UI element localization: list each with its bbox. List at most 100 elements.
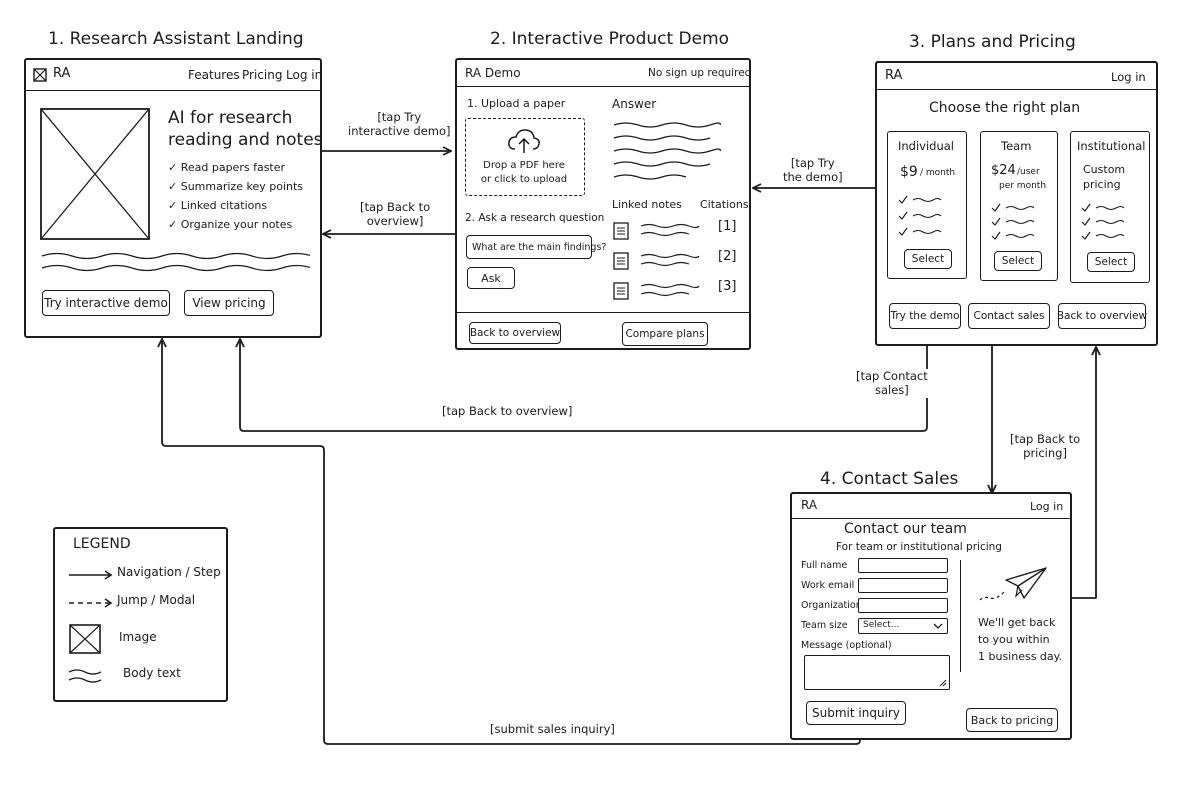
- demo-screen-title: 2. Interactive Product Demo: [490, 29, 730, 49]
- no-signup-note: No sign up required: [648, 67, 752, 79]
- hero-headline-line-1: AI for research: [168, 108, 293, 128]
- back-to-pricing-button[interactable]: Back to pricing: [966, 708, 1058, 732]
- contact-header-divider: [792, 518, 1070, 519]
- note-icon: [613, 282, 629, 300]
- view-pricing-button[interactable]: View pricing: [184, 290, 274, 316]
- plan-card-institutional: Institutional Custom pricing Select: [1070, 131, 1150, 283]
- back-to-overview-button[interactable]: Back to overview: [1057, 303, 1147, 329]
- feature-item: ✓ Linked citations: [168, 199, 268, 212]
- landing-screen: RA Features Pricing Log in AI for resear…: [24, 58, 323, 338]
- plan-price: $9: [900, 164, 918, 180]
- check-icon: ✓: [168, 180, 181, 193]
- answer-text-placeholder: [613, 122, 721, 180]
- plan-name: Team: [1001, 139, 1032, 153]
- question-step-label: 2. Ask a research question: [465, 212, 605, 224]
- nav-pricing-link[interactable]: Pricing: [242, 68, 283, 82]
- citation-ref[interactable]: [3]: [718, 279, 737, 294]
- select-institutional-plan-button[interactable]: Select: [1087, 252, 1135, 272]
- check-icon: ✓: [168, 218, 181, 231]
- plan-name: Individual: [898, 139, 955, 153]
- plan-card-individual: Individual $9 / month Select: [887, 131, 967, 279]
- contact-screen-title: 4. Contact Sales: [820, 469, 959, 489]
- legend-title: LEGEND: [73, 536, 131, 552]
- try-interactive-demo-button[interactable]: Try interactive demo: [42, 290, 170, 316]
- linked-note-row[interactable]: [613, 282, 629, 304]
- select-individual-plan-button[interactable]: Select: [904, 249, 952, 269]
- research-question-input[interactable]: What are the main findings?: [466, 235, 606, 259]
- plan-price-period: per month: [999, 181, 1047, 191]
- message-label: Message (optional): [801, 640, 892, 651]
- legend-box: LEGEND Navigation / Step Jump / Modal Im…: [53, 527, 228, 702]
- team-size-select[interactable]: Select...: [858, 618, 948, 634]
- nav-login-link[interactable]: Log in: [286, 68, 323, 82]
- plan-price-unit: pricing: [1083, 178, 1121, 191]
- demo-header-divider: [457, 86, 749, 87]
- dropzone-text-line-1: Drop a PDF here: [483, 160, 565, 171]
- body-text-placeholder: [41, 252, 310, 272]
- compare-plans-button[interactable]: Compare plans: [622, 322, 708, 346]
- body-text-icon: [68, 669, 102, 683]
- confirmation-line-1: We'll get back: [978, 616, 1056, 629]
- edge-label-submit-inquiry: [submit sales inquiry]: [490, 722, 615, 737]
- full-name-label: Full name: [801, 560, 848, 571]
- image-placeholder-icon: [69, 624, 101, 654]
- pricing-brand: RA: [885, 68, 903, 83]
- hero-headline-line-2: reading and notes: [168, 130, 323, 150]
- linked-note-row[interactable]: [613, 252, 629, 274]
- demo-brand: RA Demo: [465, 66, 521, 80]
- pricing-login-link[interactable]: Log in: [1111, 70, 1146, 84]
- contact-sales-button[interactable]: Contact sales: [968, 303, 1050, 329]
- full-name-field[interactable]: [858, 558, 948, 573]
- resize-handle-icon: [939, 679, 947, 687]
- contact-subheading: For team or institutional pricing: [836, 541, 1002, 553]
- arrow-contact-to-pricing: [1071, 348, 1096, 599]
- legend-jump-label: Jump / Modal: [117, 593, 196, 607]
- citation-ref[interactable]: [1]: [718, 219, 737, 234]
- feature-item: ✓ Read papers faster: [168, 161, 286, 174]
- ask-button[interactable]: Ask: [467, 267, 515, 289]
- legend-image-label: Image: [119, 630, 157, 644]
- work-email-field[interactable]: [858, 578, 948, 593]
- feature-item: ✓ Summarize key points: [168, 180, 303, 193]
- select-team-plan-button[interactable]: Select: [994, 251, 1042, 271]
- note-icon: [613, 222, 629, 240]
- pdf-dropzone[interactable]: Drop a PDF here or click to upload: [465, 118, 585, 196]
- answer-label: Answer: [612, 97, 657, 111]
- contact-brand: RA: [801, 498, 818, 512]
- dropzone-text-line-2: or click to upload: [480, 174, 568, 185]
- citation-ref[interactable]: [2]: [718, 249, 737, 264]
- demo-footer-divider: [457, 312, 749, 313]
- confirmation-line-2: to you within: [978, 633, 1050, 646]
- pricing-screen-title: 3. Plans and Pricing: [909, 32, 1076, 52]
- plan-feature-list: [1081, 203, 1125, 240]
- check-icon: ✓: [168, 161, 181, 174]
- linked-note-row[interactable]: [613, 222, 629, 244]
- team-size-value: Select...: [863, 620, 900, 630]
- plan-feature-list: [898, 195, 942, 236]
- plan-price: Custom: [1083, 163, 1126, 176]
- cloud-upload-icon: [508, 129, 540, 153]
- organization-field[interactable]: [858, 598, 948, 613]
- contact-login-link[interactable]: Log in: [1030, 500, 1064, 513]
- work-email-label: Work email: [801, 580, 855, 591]
- linked-notes-label: Linked notes: [612, 198, 682, 211]
- chevron-down-icon: [933, 623, 943, 629]
- feature-item: ✓ Organize your notes: [168, 218, 293, 231]
- plan-name: Institutional: [1077, 139, 1146, 153]
- back-to-overview-button[interactable]: Back to overview: [469, 322, 561, 344]
- legend-body-text-label: Body text: [123, 666, 181, 680]
- contact-heading: Contact our team: [844, 521, 967, 537]
- landing-screen-title: 1. Research Assistant Landing: [48, 29, 304, 49]
- legend-navigation-label: Navigation / Step: [117, 565, 221, 579]
- plan-price: $24: [991, 163, 1016, 178]
- message-textarea[interactable]: [804, 655, 950, 690]
- nav-features-link[interactable]: Features: [188, 68, 240, 82]
- try-the-demo-button[interactable]: Try the demo: [889, 303, 961, 329]
- contact-column-divider: [960, 560, 961, 672]
- submit-inquiry-button[interactable]: Submit inquiry: [806, 701, 906, 725]
